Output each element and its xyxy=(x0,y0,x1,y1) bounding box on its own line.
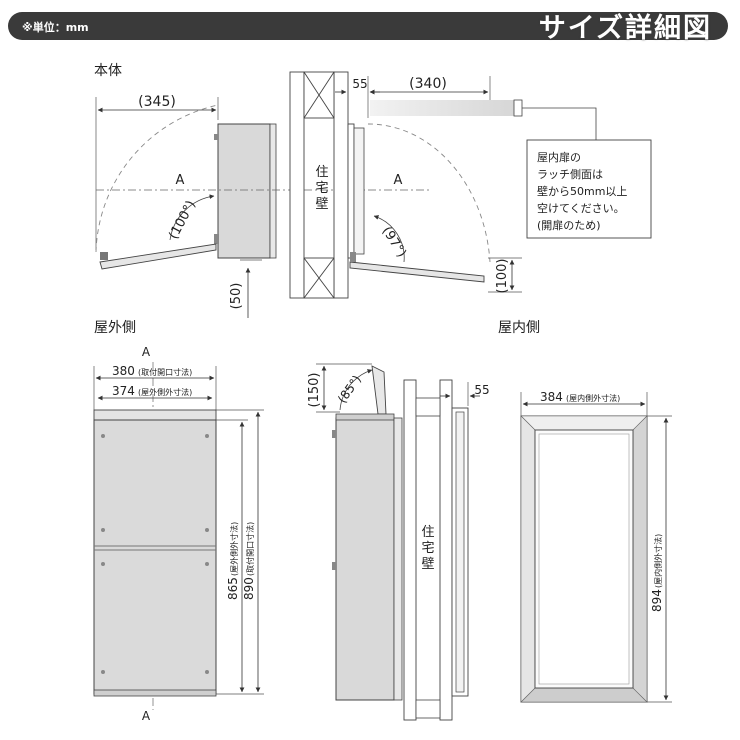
side-view: (150) (85°) 住 宅 壁 xyxy=(307,363,490,721)
inner-door-open xyxy=(349,261,485,283)
wall-label-char-1: 住 xyxy=(315,165,328,180)
screw-icon xyxy=(205,434,209,438)
wall-stud-left xyxy=(289,71,305,299)
side-inner-door xyxy=(455,411,465,693)
height-opening-note: (取付開口寸法) xyxy=(245,522,255,576)
wall-label-char-2: 宅 xyxy=(315,181,328,196)
frame-bevel-right xyxy=(632,415,648,703)
inside-width-note: (屋内側外寸法) xyxy=(566,393,620,403)
dim-left-width: (345) xyxy=(138,94,176,110)
inner-door-hinge xyxy=(350,252,356,262)
door-handle xyxy=(100,252,108,260)
dim-bottom-right: (100) xyxy=(495,259,510,294)
inside-height: 894 xyxy=(650,589,664,612)
side-flange xyxy=(393,417,403,701)
angle-left: (100°) xyxy=(166,198,199,242)
callout-leader xyxy=(522,107,597,140)
side-wall-footer xyxy=(415,699,441,719)
screw-icon xyxy=(101,670,105,674)
section-mark-a-left: A xyxy=(176,173,185,188)
right-door-swing-arc xyxy=(367,123,491,263)
latch-clearance-marker xyxy=(513,99,523,117)
callout-line-1: 屋内扉の xyxy=(537,150,581,164)
callout-box xyxy=(526,139,652,239)
side-body xyxy=(335,417,395,701)
unit-note: ※単位：mm xyxy=(22,21,89,34)
inside-view: 384 (屋内側外寸法) 894 (屋内側外寸法) xyxy=(520,390,672,703)
box-hinge xyxy=(214,134,218,140)
side-angle-arc xyxy=(339,369,373,411)
wall-label-char-3: 壁 xyxy=(315,197,328,212)
frame-bevel-left xyxy=(520,415,536,703)
inside-section-label: 屋内側 xyxy=(498,320,540,336)
screw-icon xyxy=(101,434,105,438)
outside-view: A A 380 (取付開口寸法) 374 (屋外側外寸法) xyxy=(93,345,264,723)
side-lid-open xyxy=(371,365,387,415)
inner-door-closed xyxy=(353,127,365,255)
header-bar xyxy=(8,12,728,40)
outside-top-cap xyxy=(93,409,217,421)
side-latch xyxy=(332,562,336,570)
wall-stud-right xyxy=(333,71,349,299)
height-outer-note: (屋外側外寸法) xyxy=(229,522,239,576)
screw-icon xyxy=(101,528,105,532)
side-hinge xyxy=(332,430,336,438)
top-view: (345) (100°) A A 住 xyxy=(95,71,652,318)
width-outer-note: (屋外側外寸法) xyxy=(138,387,192,397)
side-wall-char-1: 住 xyxy=(421,525,434,540)
section-mark-a-top: A xyxy=(142,345,151,359)
screw-icon xyxy=(101,562,105,566)
side-wall-char-2: 宅 xyxy=(421,541,434,556)
body-section-label: 本体 xyxy=(94,63,122,79)
frame-bevel-top xyxy=(520,415,648,431)
callout-line-2: ラッチ側面は xyxy=(537,168,603,181)
width-outer: 374 xyxy=(112,384,135,398)
height-opening: 890 xyxy=(242,577,256,600)
callout-line-5: (開扉のため) xyxy=(537,219,601,232)
screw-icon xyxy=(205,562,209,566)
side-angle: (85°) xyxy=(335,373,364,406)
angle-right: (97°) xyxy=(379,224,409,260)
side-dim-wall-gap: 55 xyxy=(474,383,489,397)
outside-panel xyxy=(93,419,217,695)
box-latch xyxy=(214,234,219,244)
side-wall-left xyxy=(403,379,417,721)
outer-door-open xyxy=(99,243,217,270)
left-door-swing-arc xyxy=(95,104,219,253)
side-top-cap xyxy=(335,413,395,421)
dim-right-width: (340) xyxy=(409,76,447,92)
frame-bevel-bottom xyxy=(520,687,648,703)
inner-frame xyxy=(347,123,355,259)
wall-cross xyxy=(303,257,335,299)
screw-icon xyxy=(205,528,209,532)
side-wall-header xyxy=(415,397,441,417)
left-angle-arc xyxy=(169,194,215,241)
wall-cross xyxy=(303,71,335,119)
section-mark-a-bottom: A xyxy=(142,709,151,723)
width-opening-note: (取付開口寸法) xyxy=(138,367,192,377)
width-opening: 380 xyxy=(112,364,135,378)
inside-door-inset xyxy=(538,433,630,685)
callout-line-4: 空けてください。 xyxy=(537,201,625,215)
latch-clearance-band xyxy=(370,100,518,116)
page-title: サイズ詳細図 xyxy=(538,13,712,44)
outside-section-label: 屋外側 xyxy=(94,320,136,336)
callout-line-3: 壁から50mm以上 xyxy=(537,184,627,198)
side-wall-char-3: 壁 xyxy=(421,557,434,572)
dim-bottom-left: (50) xyxy=(229,283,244,310)
inside-width: 384 xyxy=(540,390,563,404)
right-angle-arc xyxy=(373,215,405,263)
dim-wall-gap: 55 xyxy=(352,77,367,91)
side-wall-right xyxy=(439,379,453,721)
screw-icon xyxy=(205,670,209,674)
box-body xyxy=(217,123,271,259)
outside-bottom-edge xyxy=(93,689,217,697)
box-flange xyxy=(269,123,277,259)
dim-top: (150) xyxy=(307,373,322,408)
section-mark-a-right: A xyxy=(394,173,403,188)
height-outer: 865 xyxy=(226,577,240,600)
inside-height-note: (屋内側外寸法) xyxy=(653,534,663,588)
